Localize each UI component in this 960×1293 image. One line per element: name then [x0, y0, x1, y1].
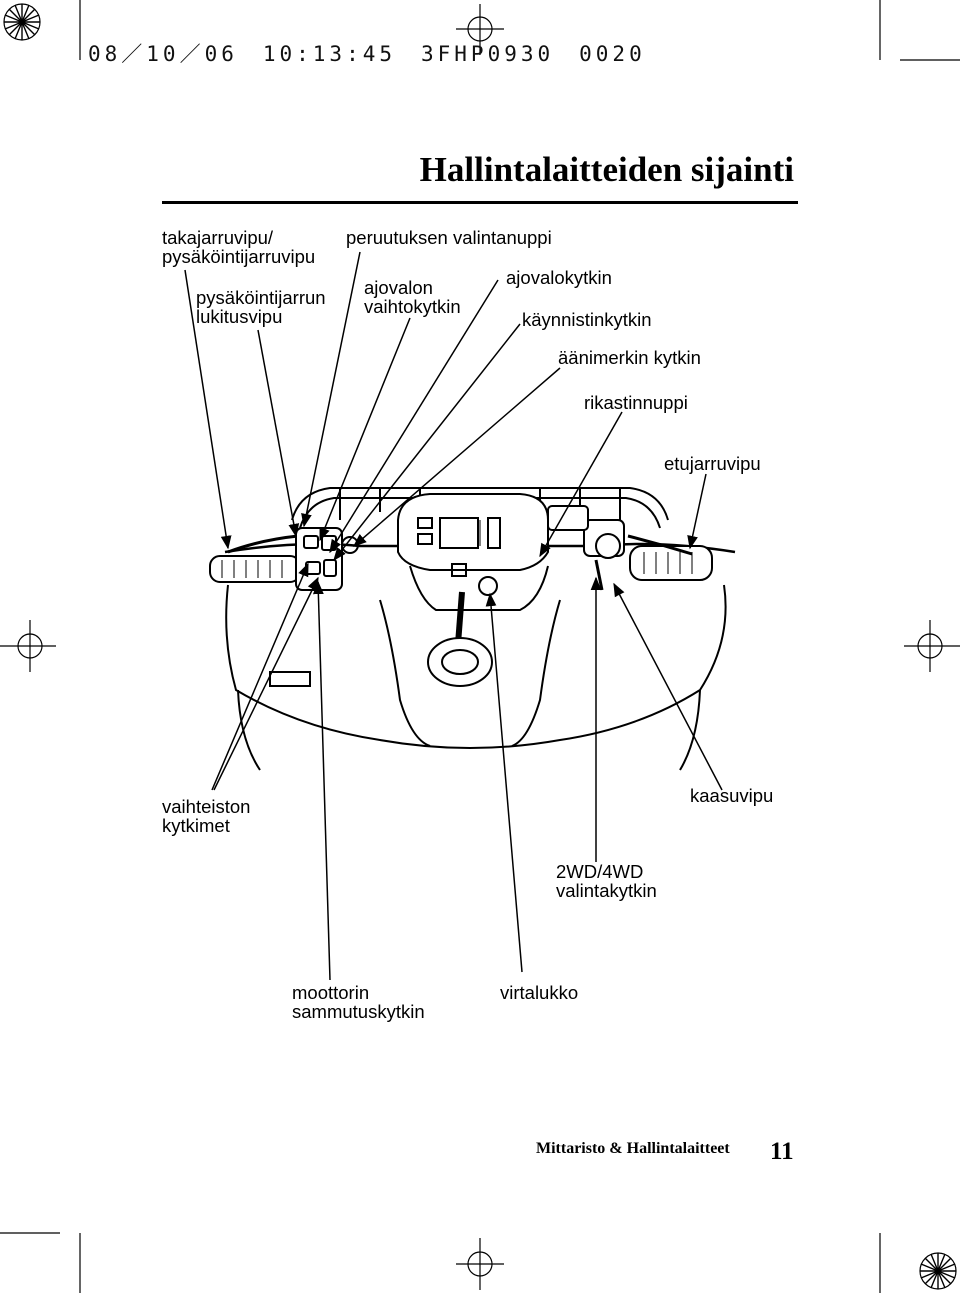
- crosshair-right: [904, 620, 960, 672]
- body-outline: [225, 584, 727, 749]
- label-ajovalon: ajovalon vaihtokytkin: [364, 278, 461, 316]
- fuel-cap: [427, 637, 493, 687]
- label-line: sammutuskytkin: [292, 1001, 425, 1022]
- label-line: takajarruvipu/: [162, 227, 274, 248]
- leader-etujarru: [687, 473, 707, 550]
- label-line: vaihteiston: [162, 796, 251, 817]
- leader-lukitusvipu: [257, 329, 300, 538]
- crosshair-bottom-center: [456, 1238, 504, 1290]
- page-title: Hallintalaitteiden sijainti: [419, 150, 794, 189]
- label-peruutus: peruutuksen valintanuppi: [346, 227, 552, 248]
- cable: [455, 591, 465, 645]
- label-line: pysäköintijarrun: [196, 287, 326, 308]
- label-line: kytkimet: [162, 815, 230, 836]
- ignition-switch: [478, 576, 498, 596]
- leader-vaihteiston-1: [211, 562, 309, 791]
- label-line: lukitusvipu: [196, 306, 283, 327]
- label-rikastin: rikastinnuppi: [584, 392, 688, 413]
- label-vaihteiston: vaihteiston kytkimet: [162, 797, 250, 835]
- leader-rikastin: [539, 411, 623, 558]
- leader-peruutus: [301, 251, 361, 528]
- leader-virtalukko: [485, 592, 523, 973]
- starburst-top-left: [3, 3, 41, 41]
- starburst-bottom-right: [919, 1252, 957, 1290]
- left-grip: [209, 555, 301, 583]
- instrument-cluster: [397, 493, 549, 571]
- label-line: ajovalon: [364, 277, 433, 298]
- label-2wd4wd: 2WD/4WD valintakytkin: [556, 862, 657, 900]
- label-line: moottorin: [292, 982, 370, 1003]
- front-brake-lever: [627, 534, 693, 556]
- label-virtalukko: virtalukko: [500, 982, 579, 1003]
- leader-kaynnistin: [333, 323, 521, 562]
- leader-aanimerkki: [352, 367, 561, 547]
- leader-moottori: [312, 580, 331, 981]
- label-line: vaihtokytkin: [364, 296, 461, 317]
- leader-takajarruvipu: [184, 269, 232, 550]
- steering-cover: [409, 565, 549, 611]
- leader-vaihteiston-2: [213, 576, 319, 791]
- label-kaynnistin: käynnistinkytkin: [522, 309, 652, 330]
- label-line: 2WD/4WD: [556, 861, 644, 882]
- crosshair-top-center: [456, 4, 504, 55]
- title-rule: [162, 201, 798, 204]
- page-number: 11: [770, 1138, 794, 1165]
- label-ajovalokytkin: ajovalokytkin: [506, 267, 612, 288]
- atv-illustration: [209, 487, 736, 771]
- footer-section-title: Mittaristo & Hallintalaitteet: [536, 1140, 730, 1157]
- right-grip: [629, 545, 713, 581]
- print-header: 08／10／06 10:13:45 3FHP0930 0020: [88, 42, 646, 66]
- label-line: valintakytkin: [556, 880, 657, 901]
- label-lukitusvipu: pysäköintijarrun lukitusvipu: [196, 288, 326, 326]
- body-label-plate: [269, 671, 311, 687]
- leader-kaasu: [613, 582, 723, 791]
- leader-ajovalokytkin: [329, 279, 499, 554]
- label-aanimerkki: äänimerkin kytkin: [558, 347, 701, 368]
- label-line: pysäköintijarruvipu: [162, 246, 316, 267]
- label-moottori: moottorin sammutuskytkin: [292, 983, 425, 1021]
- crosshair-left: [0, 620, 56, 672]
- right-switch-housing: [547, 505, 625, 559]
- label-etujarru: etujarruvipu: [664, 453, 761, 474]
- label-kaasu: kaasuvipu: [690, 785, 774, 806]
- left-switch-housing: [295, 527, 359, 591]
- leader-ajovalon: [319, 317, 411, 542]
- throttle-lever: [594, 559, 604, 591]
- leader-lines: [184, 251, 723, 981]
- label-takajarruvipu: takajarruvipu/ pysäköintijarruvipu: [162, 228, 315, 266]
- indicator-slot: [451, 563, 467, 577]
